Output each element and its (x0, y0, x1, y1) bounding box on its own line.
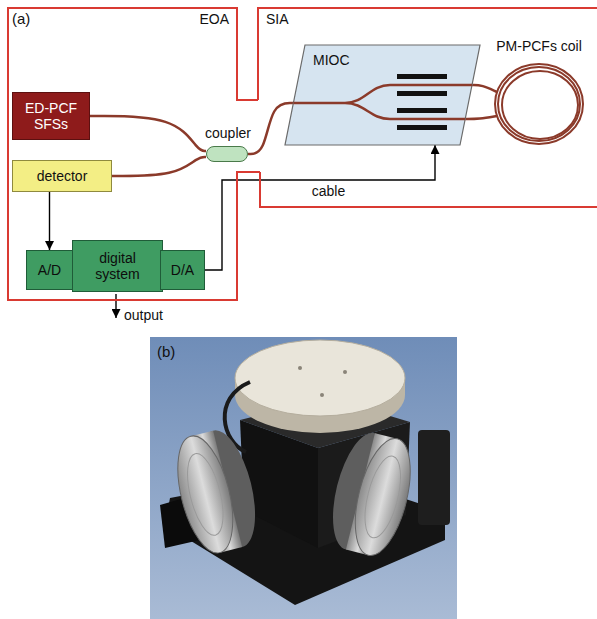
node-label: A/D (38, 262, 61, 278)
optical-fiber (112, 157, 206, 176)
panel-label: (a) (12, 10, 30, 27)
edge-label: cable (310, 183, 347, 199)
device-photo (150, 337, 457, 619)
node-label: ED-PCF SFSs (16, 100, 86, 132)
optical-fiber (472, 85, 497, 92)
assembly-region: EOA ED-PCF SFSs detectorA/D digital system D… (8, 8, 237, 300)
node-label: D/A (171, 262, 194, 278)
optical-fiber (90, 116, 206, 151)
coil-drawing (485, 38, 593, 150)
optical-fiber (465, 116, 497, 119)
panel-label: (b) (157, 343, 175, 360)
process-box: A/D (26, 250, 73, 290)
process-box: D/A (160, 250, 205, 290)
node-label: PM-PCFs coil (485, 38, 593, 54)
process-box: digital system (72, 240, 163, 292)
electrode (397, 91, 447, 96)
node-label: MIOC (313, 52, 350, 68)
assembly-region: SIA MIOC PM-PCFs coil (258, 8, 597, 207)
fiber-coupler: coupler (206, 146, 248, 162)
modulator-chip: MIOC (285, 45, 480, 145)
node-label: detector (37, 168, 88, 184)
node-label: SIA (258, 8, 597, 27)
node-label: coupler (188, 125, 268, 141)
node-label: digital system (76, 250, 159, 282)
node-label: EOA (8, 8, 237, 27)
output-label: output (124, 307, 163, 323)
electrode (397, 108, 447, 113)
electrode (397, 74, 447, 79)
process-box: detector (12, 160, 112, 192)
waveguide (293, 85, 472, 119)
fiber-coil: PM-PCFs coil (485, 38, 593, 150)
electrode (397, 125, 447, 130)
optical-fiber (248, 103, 293, 154)
output-arrow (115, 294, 116, 318)
process-box: ED-PCF SFSs (12, 92, 90, 140)
signal-arrow (49, 192, 50, 250)
